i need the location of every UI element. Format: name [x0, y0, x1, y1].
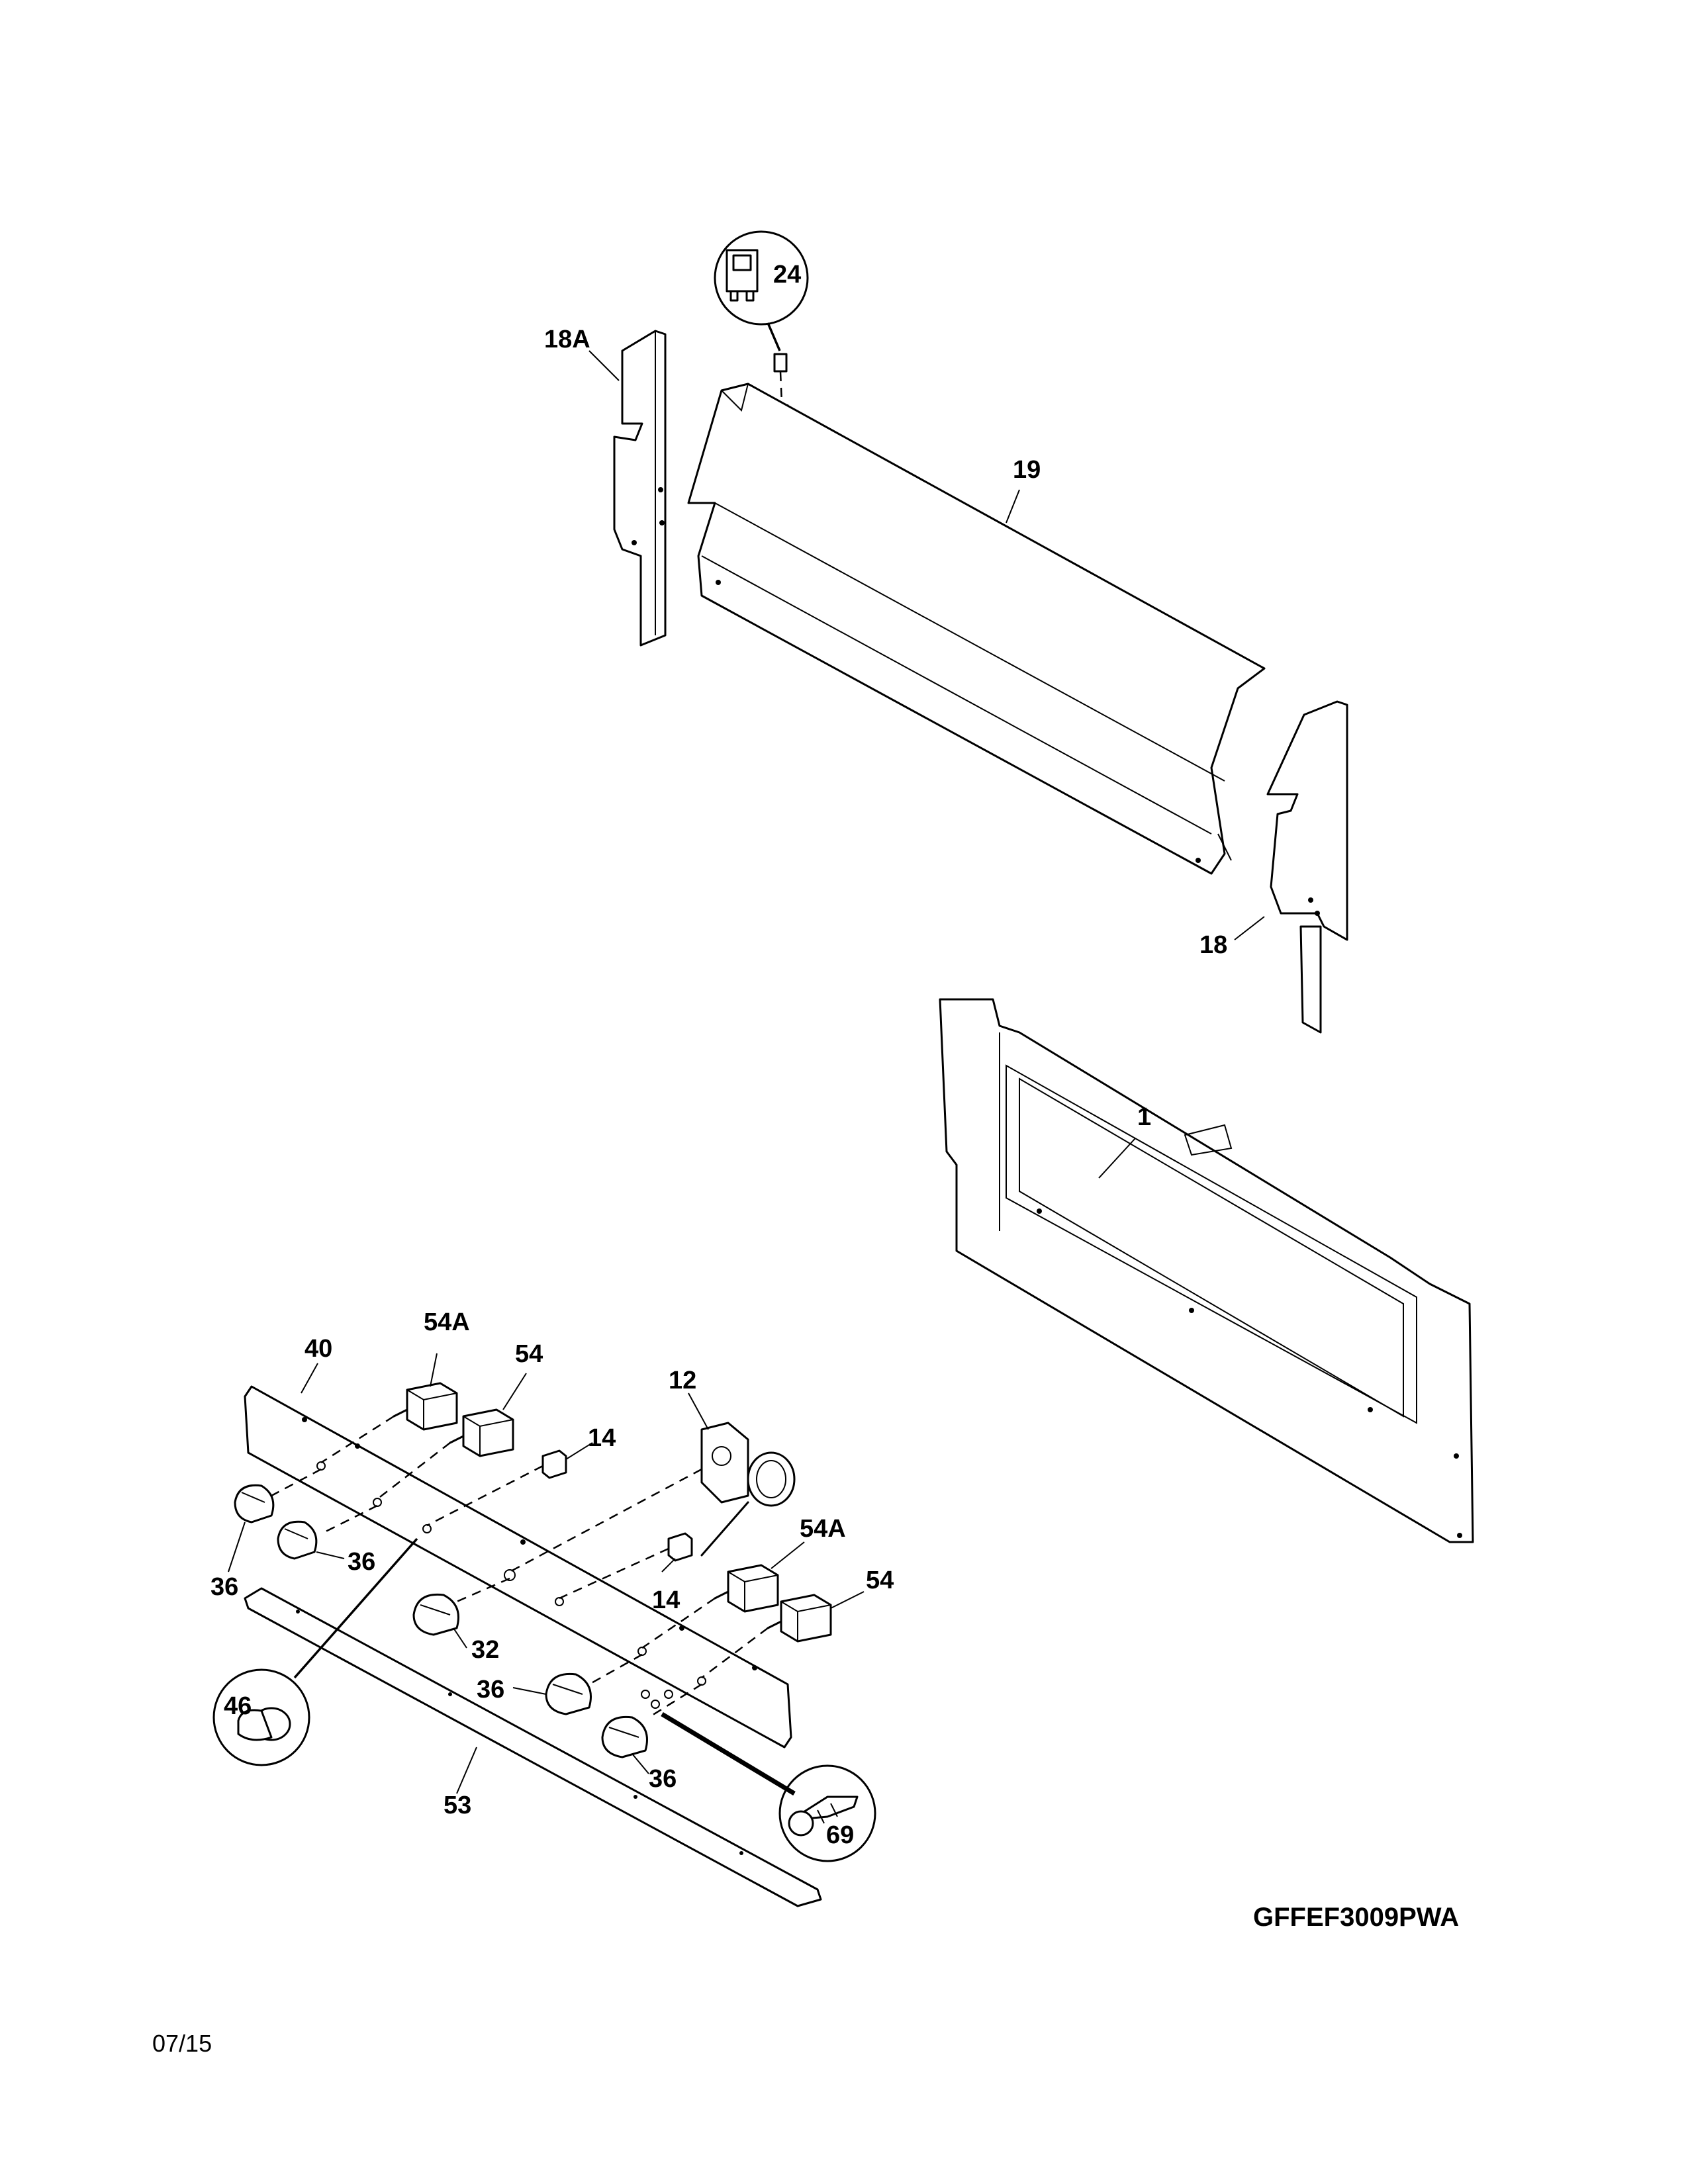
callout-36-d: 36 [649, 1765, 677, 1793]
callout-19: 19 [1013, 456, 1041, 484]
callout-18: 18 [1199, 931, 1227, 959]
knob-32 [412, 1593, 459, 1636]
part-54-switch-upper [449, 1408, 514, 1457]
callout-54-upper: 54 [515, 1340, 543, 1368]
part-46-detail [212, 1537, 418, 1766]
part-14-indicator-lower [667, 1532, 693, 1562]
model-number: GFFEF3009PWA [1253, 1903, 1459, 1932]
callout-14-lower: 14 [652, 1586, 680, 1614]
callout-36-b: 36 [348, 1548, 375, 1576]
assembly-dashed-lines [271, 1415, 769, 1719]
callout-14-upper: 14 [588, 1424, 616, 1452]
part-54A-switch-lower [714, 1564, 779, 1613]
part-12-thermostat [700, 1422, 796, 1557]
knob-36-a [234, 1484, 275, 1524]
part-24-rocker-switch [714, 230, 809, 414]
callout-36-c: 36 [477, 1676, 504, 1704]
callout-labels: 18A 24 19 18 1 40 54A 54 12 14 54A 14 54… [211, 261, 1227, 1849]
callout-36-a: 36 [211, 1573, 238, 1601]
leader-lines [228, 350, 1265, 1794]
part-18A-left-end-bracket [613, 330, 667, 647]
screw-set [641, 1690, 673, 1709]
part-54-switch-lower [767, 1594, 832, 1643]
callout-40: 40 [305, 1335, 332, 1363]
part-1-rear-panel [939, 998, 1474, 1543]
part-18-right-end-bracket [1266, 700, 1348, 1034]
part-53-trim-strip [244, 1587, 822, 1907]
callout-46: 46 [224, 1692, 252, 1720]
knob-36-d [601, 1715, 648, 1758]
callout-69: 69 [826, 1821, 854, 1849]
callout-1: 1 [1137, 1103, 1151, 1131]
date-code: 07/15 [152, 2030, 212, 2057]
callout-18A: 18A [544, 326, 590, 353]
callout-53: 53 [444, 1792, 471, 1819]
knob-36-c [545, 1672, 592, 1715]
callout-54-lower: 54 [866, 1567, 894, 1594]
part-69-screw-detail [661, 1711, 876, 1862]
callout-32: 32 [471, 1636, 499, 1664]
callout-54A-lower: 54A [800, 1515, 846, 1543]
part-14-indicator-upper [541, 1449, 567, 1479]
callout-54A-upper: 54A [424, 1308, 470, 1336]
part-19-backguard [687, 383, 1266, 875]
knob-36-b [277, 1520, 318, 1560]
callout-12: 12 [669, 1367, 696, 1394]
callout-24: 24 [773, 261, 801, 289]
part-54A-switch-upper [393, 1382, 458, 1431]
